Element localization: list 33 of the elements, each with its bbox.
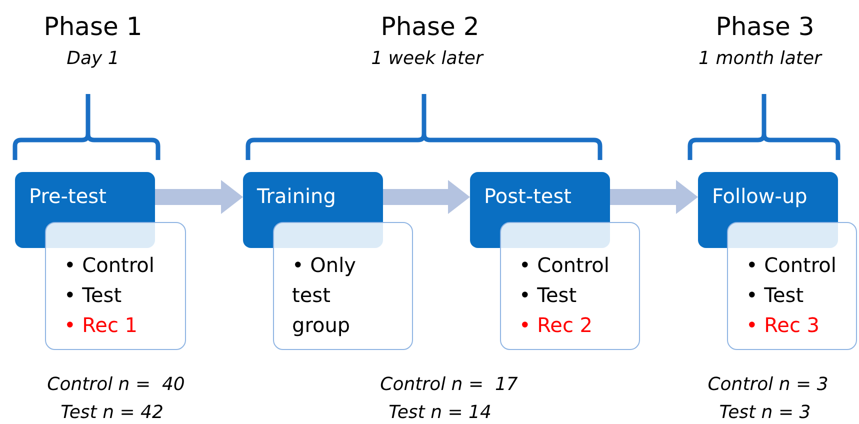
phase-heading: Phase 3 bbox=[716, 12, 814, 41]
detail-box bbox=[727, 222, 857, 350]
group-item: • Control bbox=[64, 252, 156, 279]
stage-title: Pre-test bbox=[29, 184, 106, 208]
detail-box bbox=[500, 222, 640, 350]
arrow bbox=[610, 180, 698, 214]
phase-heading: Phase 1 bbox=[44, 12, 142, 41]
arrow bbox=[383, 180, 470, 214]
recording-item: • Rec 3 bbox=[746, 312, 821, 339]
group-item: • Test bbox=[746, 282, 805, 309]
sample-size: Control n = 17 bbox=[380, 374, 518, 395]
phase-timing: 1 week later bbox=[371, 48, 483, 69]
sample-size: Control n = 40 bbox=[47, 374, 185, 395]
recording-item: • Rec 2 bbox=[519, 312, 594, 339]
sample-size: Test n = 3 bbox=[719, 402, 811, 423]
stage-title: Follow-up bbox=[712, 184, 808, 208]
group-item: • Test bbox=[64, 282, 123, 309]
stage-title: Training bbox=[257, 184, 336, 208]
group-item: • Test bbox=[519, 282, 578, 309]
phase-timing: Day 1 bbox=[66, 48, 120, 69]
phase-heading: Phase 2 bbox=[380, 12, 480, 41]
recording-item: • Rec 1 bbox=[64, 312, 139, 339]
detail-box bbox=[45, 222, 186, 350]
group-item: • Only test group bbox=[292, 252, 357, 339]
stage-title: Post-test bbox=[484, 184, 572, 208]
sample-size: Control n = 3 bbox=[708, 374, 828, 395]
group-item: • Control bbox=[746, 252, 838, 279]
phase-timing: 1 month later bbox=[698, 48, 822, 69]
detail-box bbox=[273, 222, 413, 350]
sample-size: Test n = 14 bbox=[388, 402, 492, 423]
sample-size: Test n = 42 bbox=[60, 402, 164, 423]
group-item: • Control bbox=[519, 252, 610, 279]
arrow bbox=[155, 180, 243, 214]
